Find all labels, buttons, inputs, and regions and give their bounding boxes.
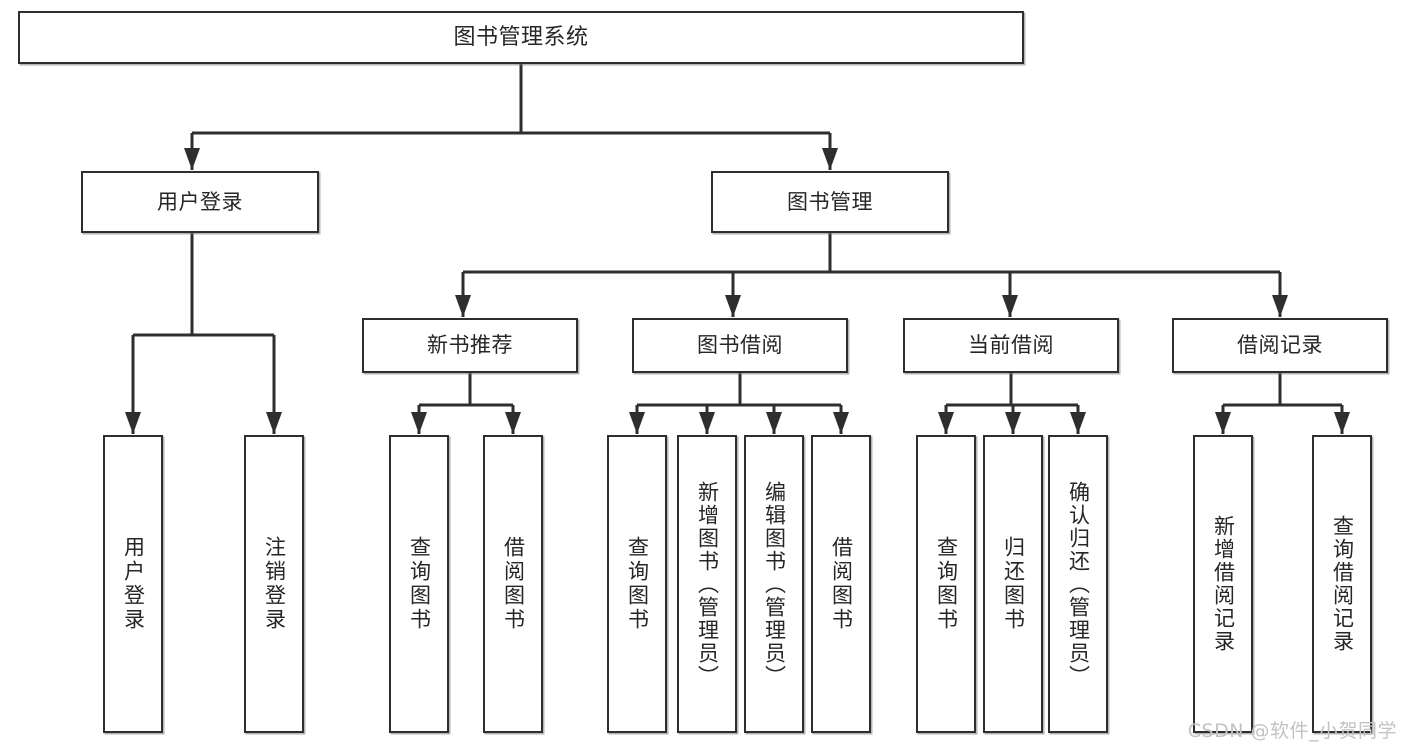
node-label-root: 图书管理系统	[453, 24, 589, 50]
node-bookmgmt[interactable]: 图书管理	[711, 171, 949, 233]
node-q3[interactable]: 查询图书	[916, 435, 976, 733]
arrowhead-records-kids-1	[1334, 412, 1350, 434]
arrowhead-newbook-kids-0	[411, 412, 427, 434]
arrowhead-current-kids-2	[1070, 412, 1086, 434]
node-edit1[interactable]: 编辑图书（管理员）	[744, 435, 804, 733]
node-q1[interactable]: 查询图书	[389, 435, 449, 733]
arrowhead-login-children-0	[125, 412, 141, 434]
arrowhead-borrow-kids-3	[833, 412, 849, 434]
arrowhead-borrow-kids-2	[766, 412, 782, 434]
arrowhead-bookmgmt-kids-2	[1002, 295, 1018, 317]
node-b2[interactable]: 借阅图书	[811, 435, 871, 733]
node-q2[interactable]: 查询图书	[607, 435, 667, 733]
arrowhead-current-kids-0	[938, 412, 954, 434]
node-label-edit1: 编辑图书（管理员）	[762, 480, 787, 688]
node-label-q1: 查询图书	[407, 536, 432, 632]
node-label-b2: 借阅图书	[829, 536, 854, 632]
node-newbook[interactable]: 新书推荐	[362, 318, 578, 373]
node-addrec[interactable]: 新增借阅记录	[1193, 435, 1253, 733]
node-userlogin[interactable]: 用户登录	[103, 435, 163, 733]
node-borrow[interactable]: 图书借阅	[632, 318, 848, 373]
node-label-add1: 新增图书（管理员）	[695, 480, 720, 688]
arrowhead-bookmgmt-kids-3	[1272, 295, 1288, 317]
node-label-login: 用户登录	[157, 189, 243, 214]
node-root[interactable]: 图书管理系统	[18, 11, 1024, 64]
node-records[interactable]: 借阅记录	[1172, 318, 1388, 373]
node-label-q2: 查询图书	[625, 536, 650, 632]
arrowhead-records-kids-0	[1215, 412, 1231, 434]
arrowhead-root-children-0	[184, 148, 200, 170]
node-label-borrow: 图书借阅	[697, 333, 783, 358]
node-label-logout: 注销登录	[262, 536, 287, 632]
node-current[interactable]: 当前借阅	[903, 318, 1119, 373]
arrowhead-current-kids-1	[1005, 412, 1021, 434]
node-confirm1[interactable]: 确认归还（管理员）	[1048, 435, 1108, 733]
node-label-records: 借阅记录	[1237, 333, 1323, 358]
node-label-b1: 借阅图书	[501, 536, 526, 632]
arrowhead-login-children-1	[266, 412, 282, 434]
node-label-userlogin: 用户登录	[121, 536, 146, 632]
node-login[interactable]: 用户登录	[81, 171, 319, 233]
node-label-current: 当前借阅	[968, 333, 1054, 358]
arrowhead-bookmgmt-kids-1	[725, 295, 741, 317]
arrowhead-bookmgmt-kids-0	[455, 295, 471, 317]
node-label-confirm1: 确认归还（管理员）	[1066, 480, 1091, 688]
arrowhead-newbook-kids-1	[505, 412, 521, 434]
node-qrec[interactable]: 查询借阅记录	[1312, 435, 1372, 733]
node-ret1[interactable]: 归还图书	[983, 435, 1043, 733]
node-label-q3: 查询图书	[934, 536, 959, 632]
node-logout[interactable]: 注销登录	[244, 435, 304, 733]
arrowhead-root-children-1	[822, 148, 838, 170]
node-add1[interactable]: 新增图书（管理员）	[677, 435, 737, 733]
node-label-addrec: 新增借阅记录	[1211, 515, 1236, 653]
arrowhead-borrow-kids-1	[699, 412, 715, 434]
node-label-newbook: 新书推荐	[427, 333, 513, 358]
node-label-bookmgmt: 图书管理	[787, 189, 873, 214]
node-label-ret1: 归还图书	[1001, 536, 1026, 632]
arrowhead-borrow-kids-0	[629, 412, 645, 434]
node-b1[interactable]: 借阅图书	[483, 435, 543, 733]
node-label-qrec: 查询借阅记录	[1330, 515, 1355, 653]
